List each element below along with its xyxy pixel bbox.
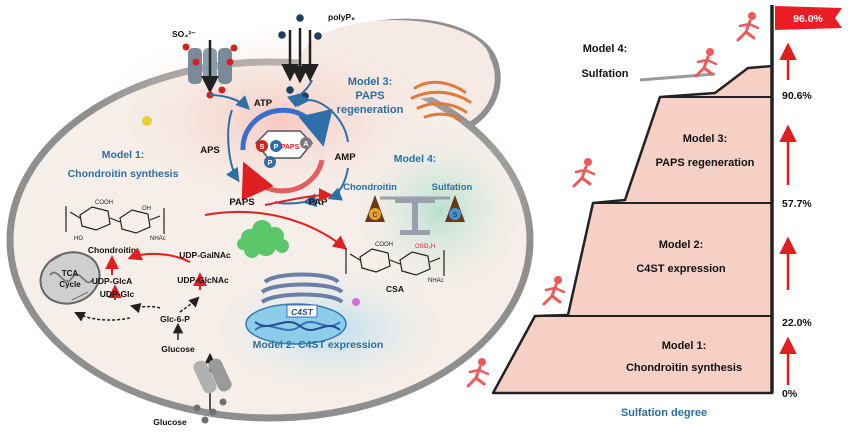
model1-title: Model 1:	[102, 149, 145, 161]
model3-line2: PAPS	[355, 90, 384, 102]
runner-icon-2	[542, 276, 566, 306]
glc6p-label: Glc-6-P	[160, 314, 190, 324]
model4-label: Model 4:	[394, 153, 437, 165]
sulfation-mountain	[491, 5, 842, 395]
level-1: 22.0%	[782, 317, 812, 329]
udp-glcnac-label: UDP-GlcNAc	[177, 275, 229, 285]
layer4-line2: Sulfation	[581, 68, 628, 80]
weight-c-label: C	[372, 212, 377, 219]
layer3-line1: Model 3:	[683, 133, 728, 145]
udp-galnac-label: UDP-GalNAc	[179, 250, 231, 260]
aps-label: APS	[200, 145, 220, 156]
paps-label: PAPS	[229, 197, 254, 208]
glucose-inside-label: Glucose	[161, 344, 195, 354]
sulfate-label: SO₄²⁻	[172, 29, 196, 39]
runner-icon-4	[694, 48, 718, 78]
runner-icon-5	[736, 12, 760, 42]
tca-label-1: TCA	[62, 269, 79, 278]
weight-s-label: S	[453, 212, 458, 219]
paps-cycle	[209, 79, 349, 208]
level-2: 57.7%	[782, 198, 812, 210]
sulfate-transporter-icon	[182, 40, 238, 99]
chem-cooh-1: COOH	[95, 200, 113, 206]
level-0: 0%	[782, 388, 798, 400]
golgi-icon	[410, 80, 472, 122]
c4st-gene-expression-icon	[245, 272, 347, 345]
c4st-gene-label: C4ST	[291, 307, 314, 317]
chondroitin-label: Chondroitin	[88, 245, 136, 255]
mitochondrion-icon	[39, 251, 101, 305]
ring-p1-label: P	[273, 142, 278, 151]
layer1-line1: Model 1:	[662, 340, 707, 352]
polyp-label: polyP₆	[328, 12, 355, 22]
runner-icons	[466, 12, 760, 388]
runner-icon-1	[466, 358, 490, 388]
model3-line3: regeneration	[337, 104, 404, 116]
model2-label: Model 2: C4ST expression	[253, 339, 384, 351]
ring-a-label: A	[303, 139, 309, 148]
layer1-line2: Chondroitin synthesis	[626, 362, 742, 374]
chondroitin-structure-icon	[65, 206, 165, 234]
glucose-transporter-icon	[193, 358, 232, 424]
balance-left-label: Chondroitin	[343, 182, 397, 193]
model1-subtitle: Chondroitin synthesis	[68, 168, 179, 180]
ring-paps-label: PAPS	[281, 144, 300, 151]
layer2-line1: Model 2:	[659, 239, 704, 251]
pathway-arrows	[74, 188, 348, 410]
flag-value: 96.0%	[793, 13, 823, 25]
dot-purple-icon	[352, 298, 360, 306]
chem-nhac-2: NHAc	[428, 278, 444, 284]
layer2-line2: C4ST expression	[636, 263, 726, 275]
csa-label: CSA	[386, 284, 404, 294]
chem-nhac-1: NHAc	[150, 236, 166, 242]
atp-label: ATP	[254, 98, 273, 109]
ring-s-label: S	[259, 142, 264, 151]
layer4-line1: Model 4:	[583, 43, 628, 55]
axis-label: Sulfation degree	[621, 407, 707, 419]
pap-label: PAP	[309, 197, 328, 208]
amp-label: AMP	[334, 152, 356, 163]
chem-oso3h: OSO₃H	[415, 244, 435, 250]
udp-glca-label: UDP-GlcA	[92, 276, 133, 286]
c4st-protein-icon	[237, 220, 289, 258]
balance-scale-icon	[365, 195, 465, 235]
csa-structure-icon	[345, 248, 445, 276]
glucose-outside-label: Glucose	[153, 417, 187, 427]
chem-oh-2: OH	[142, 206, 151, 212]
model3-line1: Model 3:	[348, 76, 393, 88]
runner-icon-3	[572, 158, 596, 188]
chem-oh-1: HO	[74, 236, 83, 242]
ring-p2-label: P	[267, 158, 272, 167]
udp-glc-label: UDP-Glc	[100, 289, 135, 299]
dot-yellow-icon	[142, 116, 152, 126]
balance-right-label: Sulfation	[432, 182, 473, 193]
tca-label-2: Cycle	[59, 280, 81, 289]
layer3-line2: PAPS regeneration	[656, 157, 755, 169]
level-3: 90.6%	[782, 90, 812, 102]
chem-cooh-2: COOH	[375, 242, 393, 248]
